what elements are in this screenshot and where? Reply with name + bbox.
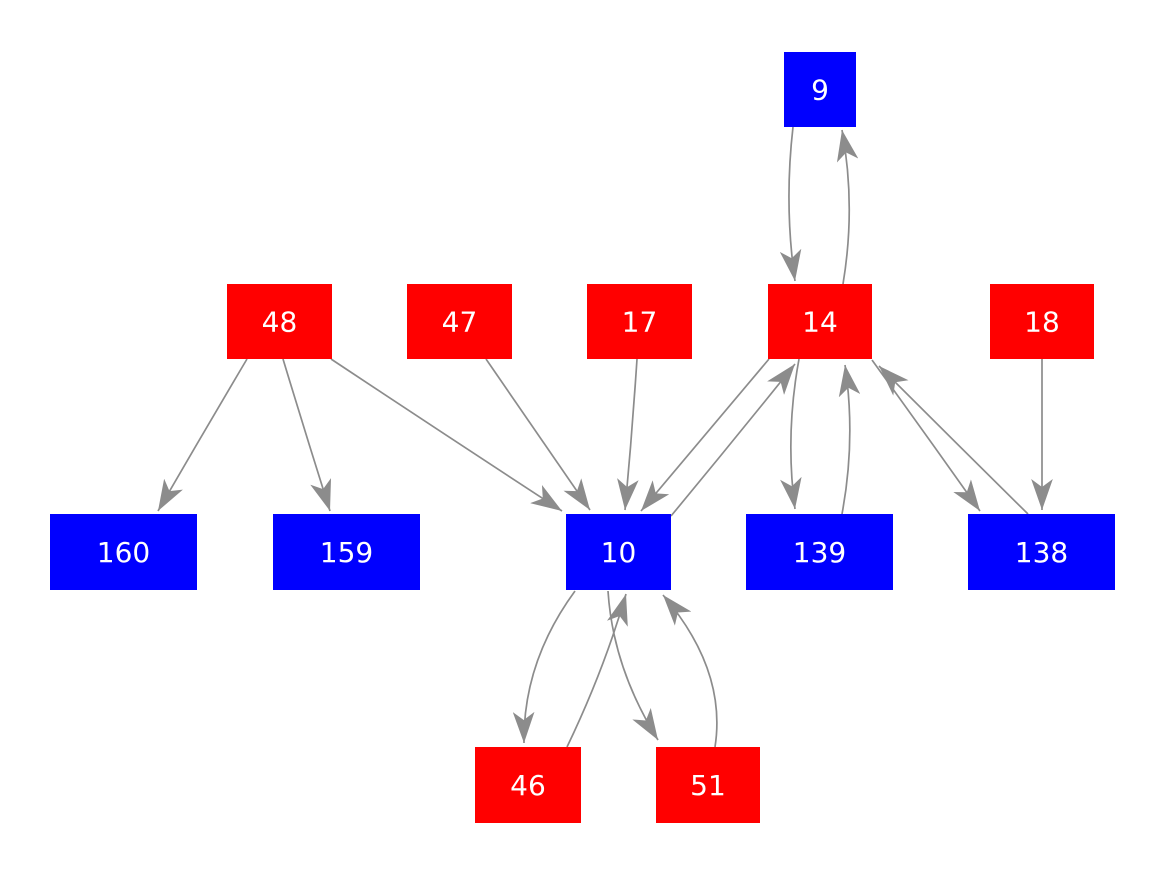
nodes-layer: 9 48 47 17 14 18 160 159 10 139 138 46 51 <box>50 52 1115 823</box>
node-18-label: 18 <box>1024 306 1060 339</box>
node-138-label: 138 <box>1015 536 1068 569</box>
node-46: 46 <box>475 747 581 823</box>
node-159: 159 <box>273 514 420 590</box>
node-138-rect <box>968 514 1115 590</box>
node-14-rect <box>768 284 872 359</box>
node-48-label: 48 <box>262 306 298 339</box>
edge-139-to-14 <box>838 364 861 515</box>
node-48-rect <box>227 284 332 359</box>
node-159-rect <box>273 514 420 590</box>
node-139-rect <box>746 514 893 590</box>
node-139: 139 <box>746 514 893 590</box>
node-10-label: 10 <box>601 536 637 569</box>
edge-48-to-160 <box>157 358 248 512</box>
edge-48-to-10 <box>330 358 563 512</box>
node-47: 47 <box>407 284 512 359</box>
node-47-rect <box>407 284 512 359</box>
node-9: 9 <box>784 52 856 127</box>
node-160-label: 160 <box>97 536 150 569</box>
node-10: 10 <box>566 514 671 590</box>
edge-17-to-10 <box>617 358 639 511</box>
edges-layer <box>157 126 1053 748</box>
node-46-label: 46 <box>510 769 546 802</box>
node-9-label: 9 <box>811 74 829 107</box>
node-160: 160 <box>50 514 197 590</box>
node-17: 17 <box>587 284 692 359</box>
edge-138-to-14 <box>878 365 1029 515</box>
edge-14-to-10 <box>640 358 770 512</box>
edge-9-to-14 <box>779 126 802 282</box>
edge-14-to-138 <box>871 359 981 512</box>
node-138: 138 <box>968 514 1115 590</box>
edge-10-to-46 <box>512 590 576 744</box>
node-18: 18 <box>990 284 1094 359</box>
node-46-rect <box>475 747 581 823</box>
edge-14-to-9 <box>836 129 859 285</box>
edge-10-to-14 <box>670 363 796 517</box>
node-9-rect <box>784 52 856 127</box>
node-48: 48 <box>227 284 332 359</box>
node-14-label: 14 <box>802 306 838 339</box>
node-160-rect <box>50 514 197 590</box>
node-18-rect <box>990 284 1094 359</box>
node-51-rect <box>656 747 760 823</box>
edge-48-to-159 <box>282 358 332 512</box>
edge-10-to-51 <box>607 590 659 741</box>
node-17-label: 17 <box>622 306 658 339</box>
node-14: 14 <box>768 284 872 359</box>
node-51: 51 <box>656 747 760 823</box>
node-17-rect <box>587 284 692 359</box>
node-159-label: 159 <box>320 536 373 569</box>
node-51-label: 51 <box>690 769 726 802</box>
edge-46-to-10 <box>566 593 628 748</box>
node-10-rect <box>566 514 671 590</box>
edge-14-to-139 <box>780 358 802 510</box>
node-47-label: 47 <box>442 306 478 339</box>
edge-51-to-10 <box>662 594 718 748</box>
edge-47-to-10 <box>485 358 591 511</box>
node-139-label: 139 <box>793 536 846 569</box>
